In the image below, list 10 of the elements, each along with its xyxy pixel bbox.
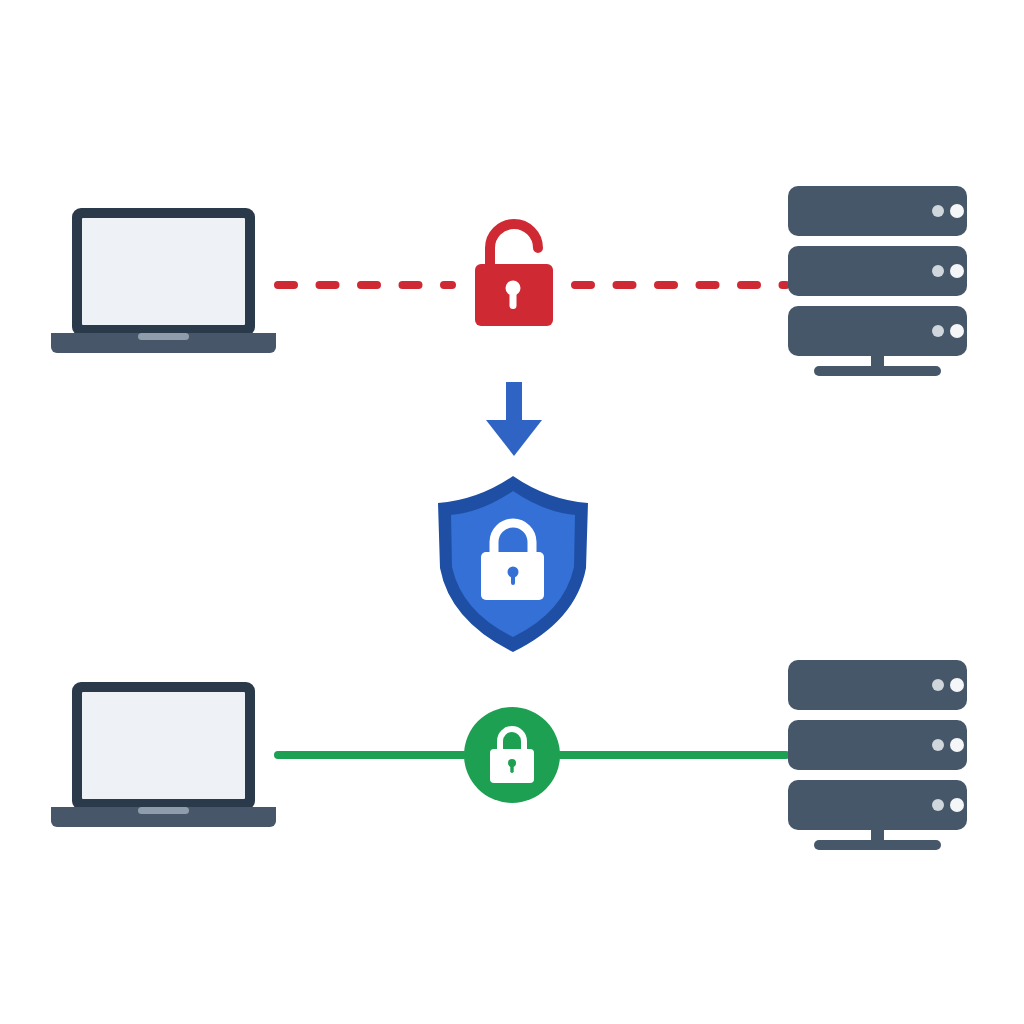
dashed-connector [274,281,456,289]
server-icon [788,660,967,850]
server-icon [788,186,967,376]
arrow [486,382,542,456]
unlocked-padlock-icon [474,218,553,326]
dashed-connector [571,281,790,289]
shield-padlock-icon [438,476,588,652]
padlock-badge-icon [464,707,560,803]
laptop-icon [51,208,276,353]
laptop-icon [51,682,276,827]
